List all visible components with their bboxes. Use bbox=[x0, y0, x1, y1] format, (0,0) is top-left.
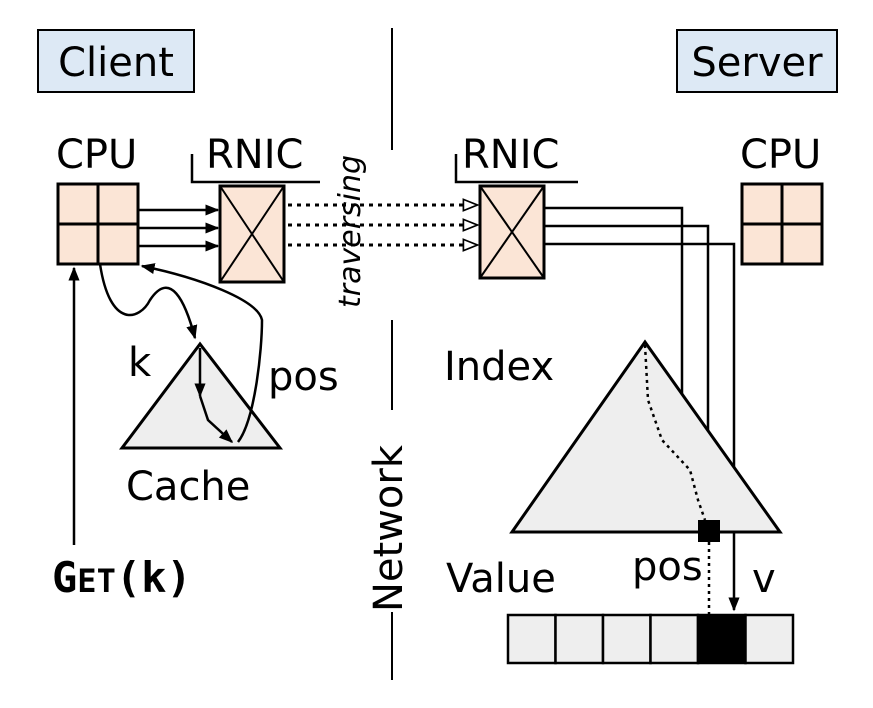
cache-lookup-arrows bbox=[98, 263, 264, 443]
network-divider: traversing Network bbox=[333, 28, 412, 680]
server-title: Server bbox=[676, 29, 838, 93]
value-cell bbox=[601, 613, 652, 665]
client-cpu bbox=[56, 182, 140, 266]
value-cell bbox=[649, 613, 700, 665]
index-tree bbox=[509, 339, 783, 534]
svg-text:Server: Server bbox=[691, 40, 823, 86]
v-label: v bbox=[752, 556, 776, 602]
network-label: Network bbox=[366, 444, 412, 612]
value-cell bbox=[554, 613, 605, 665]
server-rnic bbox=[454, 154, 578, 280]
index-leaf-pos bbox=[698, 520, 720, 542]
client-cpu-label: CPU bbox=[56, 132, 137, 178]
index-label: Index bbox=[444, 344, 554, 390]
value-cell bbox=[506, 613, 557, 665]
cache-label: Cache bbox=[126, 464, 250, 510]
value-label: Value bbox=[446, 556, 556, 602]
key-label: k bbox=[128, 340, 152, 386]
client-rnic bbox=[190, 154, 320, 284]
value-array bbox=[506, 613, 795, 665]
value-cell-target bbox=[696, 613, 747, 665]
client-rnic-label: RNIC bbox=[206, 132, 303, 178]
network-requests bbox=[288, 205, 476, 245]
server-rnic-label: RNIC bbox=[462, 132, 559, 178]
client-cpu-to-rnic-arrows bbox=[138, 204, 220, 252]
get-request-label: GET(k) bbox=[52, 553, 192, 602]
client-title: Client bbox=[37, 29, 195, 93]
server-cpu bbox=[740, 182, 824, 266]
value-cell bbox=[744, 613, 795, 665]
traversing-label: traversing bbox=[333, 155, 368, 308]
server-pos-label: pos bbox=[632, 544, 703, 590]
server-cpu-label: CPU bbox=[740, 132, 821, 178]
client-pos-label: pos bbox=[268, 354, 339, 400]
svg-text:Client: Client bbox=[58, 40, 174, 86]
